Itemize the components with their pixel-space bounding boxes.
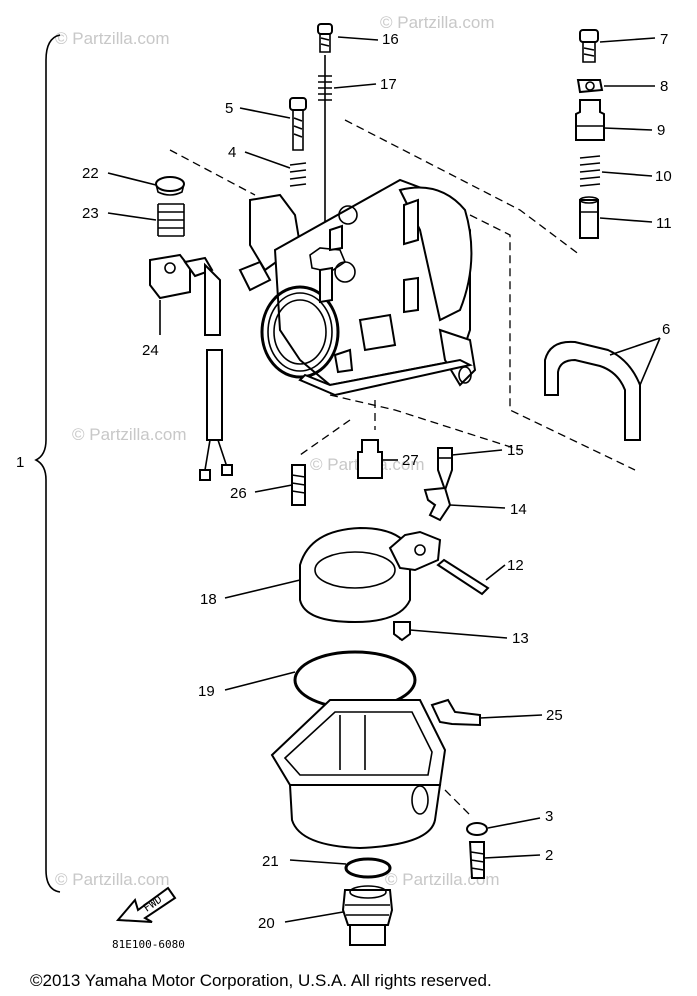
callout-26: 26 (230, 485, 247, 502)
part-12-pin (436, 558, 490, 596)
callout-22: 22 (82, 165, 99, 182)
part-23-spring (157, 203, 185, 237)
part-8-nut (576, 79, 604, 94)
callout-15: 15 (507, 442, 524, 459)
part-3-washer (466, 822, 488, 836)
part-4-spring (289, 162, 307, 187)
carburetor-body (238, 178, 477, 397)
callout-21: 21 (262, 853, 279, 870)
callout-9: 9 (657, 122, 665, 139)
part-22-cap (155, 176, 185, 196)
part-27-jet (357, 439, 383, 479)
callout-6: 6 (662, 321, 670, 338)
callout-11: 11 (656, 215, 672, 232)
part-13-valve (393, 621, 411, 642)
callout-2: 2 (545, 847, 553, 864)
part-5-screw (289, 97, 307, 151)
part-2-screw (468, 841, 485, 879)
callout-10: 10 (655, 168, 672, 185)
copyright-notice: ©2013 Yamaha Motor Corporation, U.S.A. A… (30, 971, 492, 990)
leader-lines (107, 36, 661, 923)
callout-13: 13 (512, 630, 529, 647)
callout-labels: 16 17 5 4 22 23 24 7 8 9 10 11 6 26 27 1… (82, 31, 672, 932)
part-20-plug (341, 885, 394, 946)
watermark-text: © Partzilla.com (72, 425, 187, 444)
callout-1: 1 (16, 454, 24, 471)
watermark-text: © Partzilla.com (380, 13, 495, 32)
callout-23: 23 (82, 205, 99, 222)
part-7-screw (579, 29, 599, 63)
callout-16: 16 (382, 31, 399, 48)
part-9-fitting (575, 99, 605, 141)
callout-3: 3 (545, 808, 553, 825)
part-6-hose (544, 340, 641, 441)
callout-17: 17 (380, 76, 397, 93)
callout-12: 12 (507, 557, 524, 574)
watermark-text: © Partzilla.com (55, 870, 170, 889)
assembly-brace (34, 34, 61, 893)
part-21-gasket (344, 857, 392, 879)
alignment-lines (169, 119, 636, 816)
callout-7: 7 (660, 31, 668, 48)
callout-20: 20 (258, 915, 275, 932)
callout-8: 8 (660, 78, 668, 95)
part-17-spring (318, 75, 332, 101)
part-14-clip (423, 486, 452, 522)
callout-24: 24 (142, 342, 159, 359)
part-25-bracket (430, 698, 481, 727)
drawing-code: 81E100-6080 (112, 938, 185, 951)
part-16-screw (317, 23, 333, 230)
part-11-plunger (579, 196, 599, 239)
callout-27: 27 (402, 452, 419, 469)
float-bowl (270, 699, 447, 850)
callout-5: 5 (225, 100, 233, 117)
watermark-text: © Partzilla.com (55, 29, 170, 48)
part-26-jet (291, 464, 306, 506)
callout-18: 18 (200, 591, 217, 608)
callout-25: 25 (546, 707, 563, 724)
fwd-arrow: FWD (115, 886, 177, 923)
part-24-plunger (149, 253, 233, 481)
part-18-float (299, 526, 442, 624)
part-10-spring (579, 155, 601, 187)
callout-19: 19 (198, 683, 215, 700)
part-15-needle (437, 447, 453, 494)
callout-14: 14 (510, 501, 527, 518)
callout-4: 4 (228, 144, 236, 161)
